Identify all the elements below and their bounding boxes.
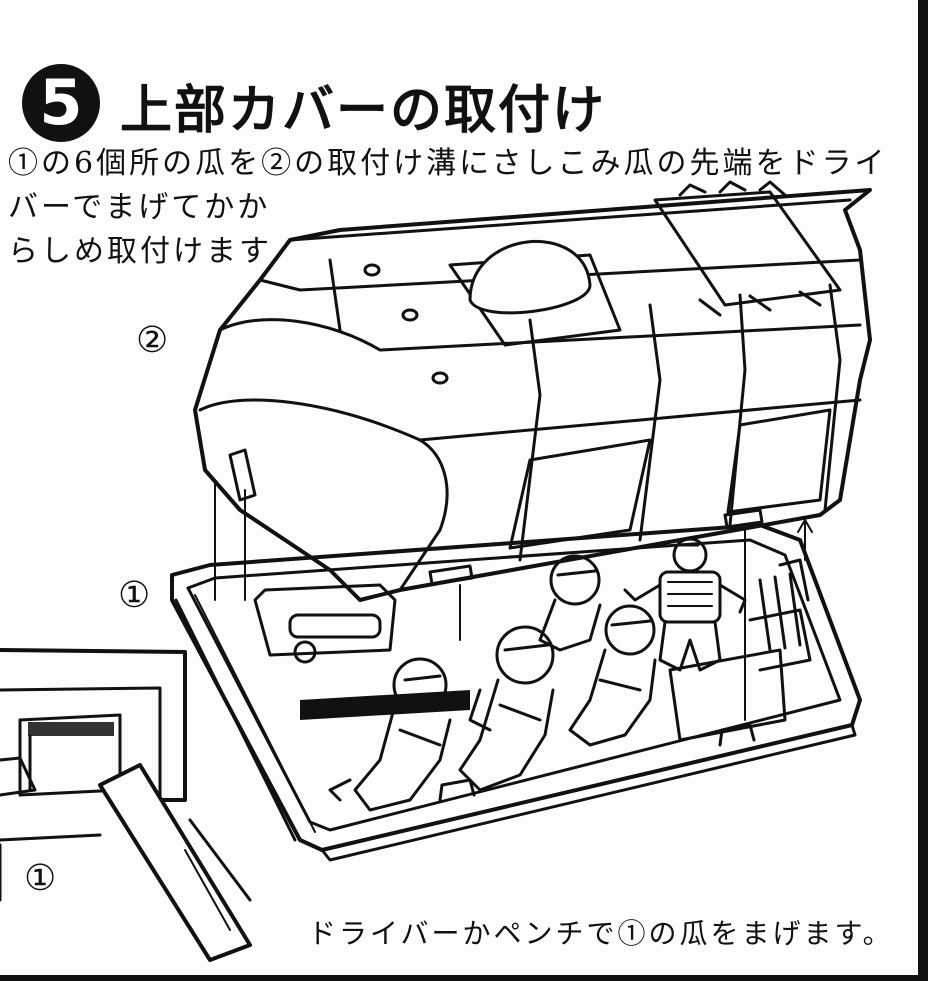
callout-claw-detail: ① <box>24 858 57 899</box>
callout-claw-body: ① <box>118 575 151 616</box>
guide-lines <box>214 479 813 721</box>
callout-upper-cover: ② <box>136 320 169 361</box>
figure-1 <box>328 657 452 812</box>
lower-body-tray <box>170 523 862 862</box>
detail-caption: ドライバーかペンチで①の瓜をまげます。 <box>308 917 894 950</box>
step-title: 上部カバーの取付け <box>120 81 607 141</box>
step-number-badge: 5 <box>22 64 100 142</box>
instruction-line-1: ①の6個所の瓜を②の取付け溝にさしこみ瓜の先端をドライ <box>8 146 888 181</box>
figure-2 <box>458 625 555 792</box>
scan-edge-bottom <box>0 975 928 981</box>
figure-4 <box>568 604 657 747</box>
instruction-line-2: バーでまげてかか <box>8 190 271 225</box>
instruction-line-3: らしめ取付けます <box>8 234 272 269</box>
claw-detail <box>0 648 252 962</box>
figure-3 <box>538 554 602 652</box>
upper-cover <box>193 180 872 602</box>
scan-edge-right <box>918 0 928 981</box>
